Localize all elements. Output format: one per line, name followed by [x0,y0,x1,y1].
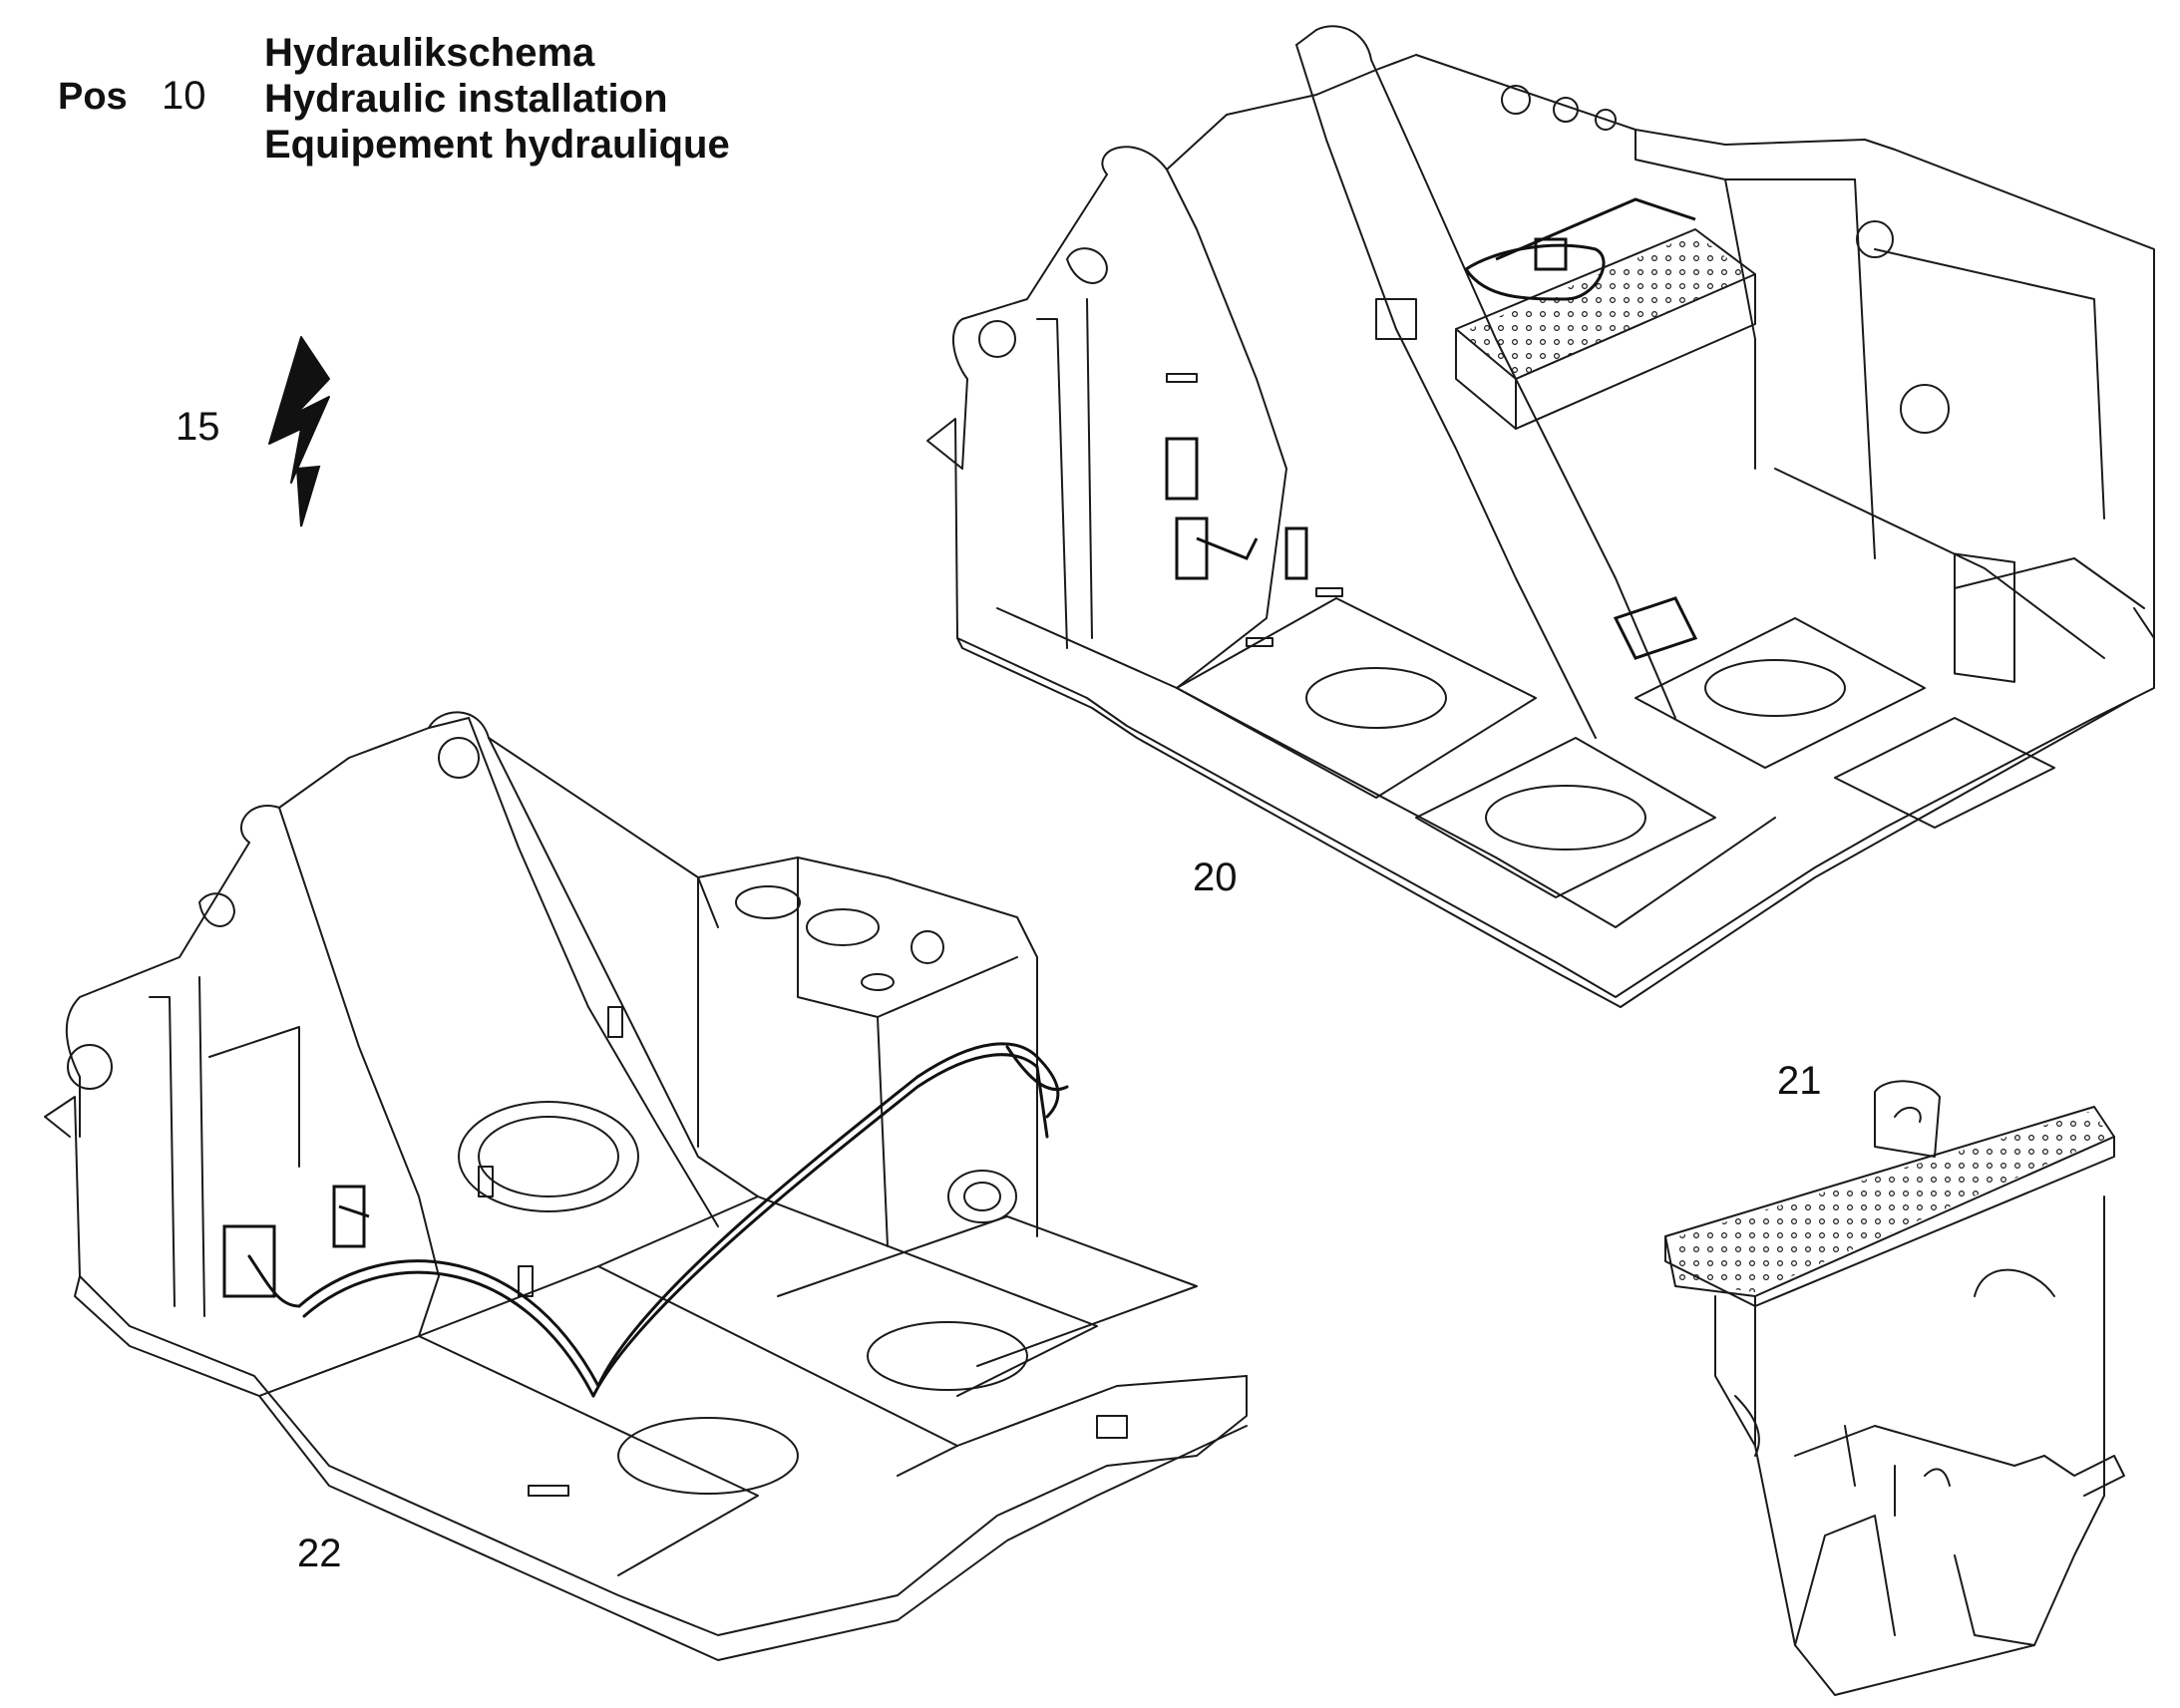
title-french: Equipement hydraulique [264,123,730,167]
lightning-bolt-icon [269,337,329,526]
hydraulic-valve-blocks-22 [224,1187,369,1296]
hydraulic-hoses-22 [249,1044,1067,1396]
callout-21: 21 [1777,1059,1822,1103]
hydraulic-valve-blocks-20 [1167,199,1695,658]
title-german: Hydraulikschema [264,31,595,75]
detail-assembly-21 [1665,1081,2124,1695]
callout-22: 22 [297,1532,342,1575]
callout-20: 20 [1193,855,1238,899]
pos-label: Pos [58,76,128,118]
title-english: Hydraulic installation [264,77,668,121]
frame-assembly-22 [45,712,1247,1660]
callout-15: 15 [176,405,220,449]
pos-number: 10 [162,74,206,118]
frame-assembly-20 [927,26,2154,1007]
